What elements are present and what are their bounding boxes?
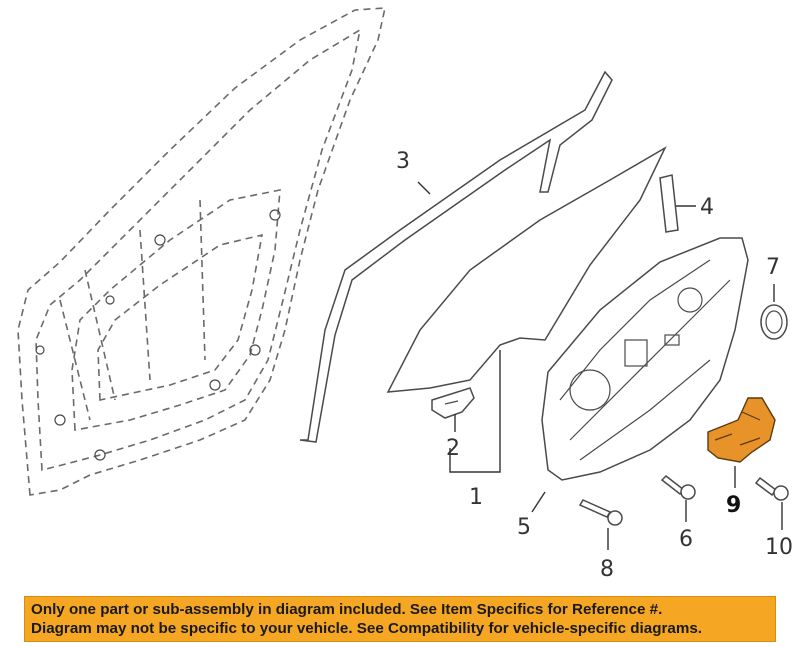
- callout-4: 4: [700, 195, 714, 220]
- callout-9: 9: [726, 493, 741, 518]
- disclaimer-banner: Only one part or sub-assembly in diagram…: [24, 596, 776, 642]
- grommet-part: [760, 304, 788, 340]
- callout-6: 6: [679, 527, 693, 552]
- callout-5: 5: [517, 515, 531, 540]
- door-module-panel-part: [541, 237, 749, 481]
- seal-strip-part: [659, 174, 679, 233]
- door-glass-part: [386, 146, 667, 393]
- callout-1: 1: [469, 485, 483, 510]
- callout-10: 10: [765, 535, 793, 560]
- disclaimer-line-1: Only one part or sub-assembly in diagram…: [31, 601, 663, 618]
- callout-7: 7: [766, 255, 780, 280]
- callout-2: 2: [446, 436, 460, 461]
- screw-6-part: [660, 475, 696, 500]
- screw-8-part: [578, 499, 623, 526]
- door-frame: [17, 7, 387, 496]
- parts-diagram: 3 4 7 2 1 5 6 8 9 10: [17, 7, 793, 582]
- screw-10-part: [754, 476, 789, 501]
- callout-3: 3: [396, 149, 410, 174]
- leader-lines: [417, 181, 783, 550]
- disclaimer-line-2: Diagram may not be specific to your vehi…: [31, 620, 702, 637]
- run-channel-part: [299, 70, 613, 443]
- callout-8: 8: [600, 557, 614, 582]
- window-motor-part: [707, 397, 776, 463]
- glass-channel-part: [431, 387, 475, 419]
